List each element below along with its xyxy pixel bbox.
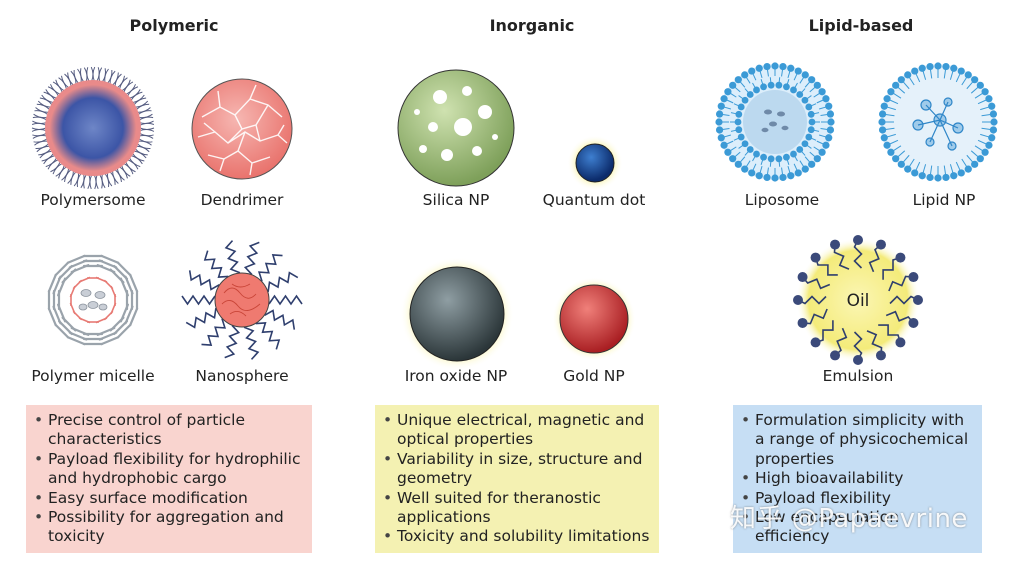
dendrimer-figure: [191, 78, 293, 180]
inorganic-bullet: Well suited for theranostic applications: [383, 489, 651, 528]
lipid-bullet: Low encapsulation efficiency: [741, 508, 974, 547]
polymeric-bullet: Easy surface modification: [34, 489, 304, 509]
lipid-np-figure: [878, 62, 998, 182]
iron-oxide-np-figure: [400, 257, 514, 371]
nanosphere-figure: [181, 240, 303, 360]
polymer-micelle-figure: [47, 254, 139, 346]
polymeric-bullet: Payload flexibility for hydrophilic and …: [34, 450, 304, 489]
inorganic-bullet: Variability in size, structure and geome…: [383, 450, 651, 489]
inorganic-properties-box: Unique electrical, magnetic and optical …: [375, 405, 659, 553]
emulsion-figure: Oil: [793, 235, 923, 365]
polymeric-properties-box: Precise control of particle characterist…: [26, 405, 312, 553]
silica-np-label: Silica NP: [422, 191, 490, 209]
iron-oxide-np-label: Iron oxide NP: [404, 367, 508, 385]
dendrimer-label: Dendrimer: [200, 191, 284, 209]
lipid-bullet: Formulation simplicity with a range of p…: [741, 411, 974, 469]
lipid-properties-box: Formulation simplicity with a range of p…: [733, 405, 982, 553]
lipid-np-label: Lipid NP: [912, 191, 976, 209]
gold-np-figure: [552, 277, 636, 361]
watermark: 知乎 @Papaevrine: [730, 504, 968, 534]
lipid-bullet: Payload flexibility: [741, 489, 974, 509]
polymeric-bullet: Precise control of particle characterist…: [34, 411, 304, 450]
quantum-dot-label: Quantum dot: [542, 191, 646, 209]
inorganic-heading: Inorganic: [489, 16, 575, 35]
silica-np-figure: [397, 69, 515, 187]
lipid-heading: Lipid-based: [808, 16, 914, 35]
lipid-bullet: High bioavailability: [741, 469, 974, 489]
polymeric-bullet: Possibility for aggregation and toxicity: [34, 508, 304, 547]
liposome-label: Liposome: [744, 191, 820, 209]
oil-label: Oil: [847, 291, 870, 311]
inorganic-bullet: Toxicity and solubility limitations: [383, 527, 651, 547]
nanosphere-label: Nanosphere: [195, 367, 289, 385]
polymer-micelle-label: Polymer micelle: [31, 367, 155, 385]
quantum-dot-figure: [567, 135, 623, 191]
polymersome-label: Polymersome: [40, 191, 146, 209]
polymeric-heading: Polymeric: [129, 16, 219, 35]
polymersome-figure: [31, 66, 155, 190]
liposome-figure: [715, 62, 835, 182]
emulsion-label: Emulsion: [822, 367, 894, 385]
inorganic-bullet: Unique electrical, magnetic and optical …: [383, 411, 651, 450]
gold-np-label: Gold NP: [563, 367, 625, 385]
